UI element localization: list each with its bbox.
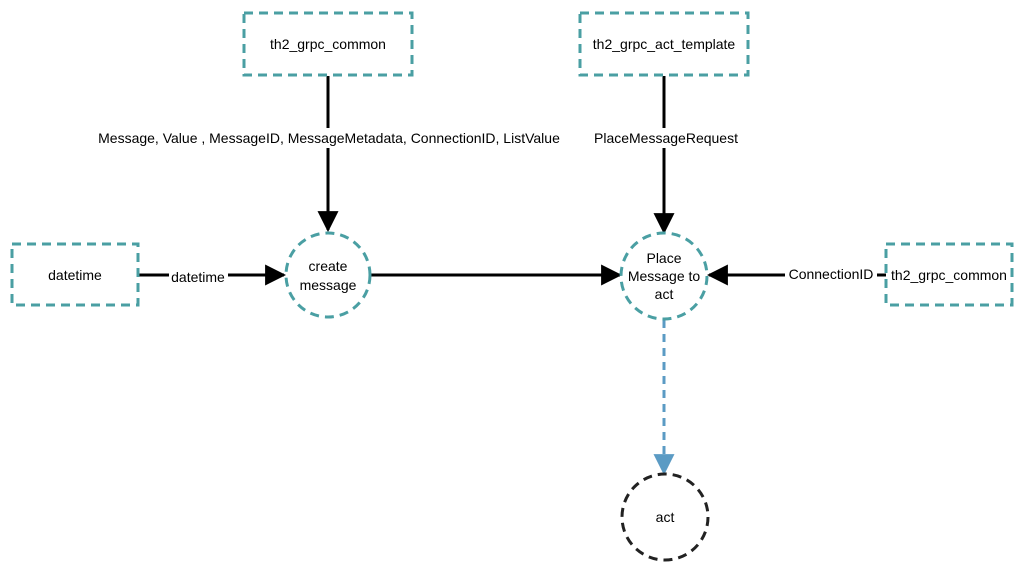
node-create-message-line2: message [300, 277, 357, 293]
node-create-message: create message [284, 231, 372, 319]
box-grpc-common-top: th2_grpc_common [242, 11, 414, 77]
node-place-message-line1: Place [646, 250, 681, 266]
edge-label-datetime-to-create: datetime [171, 269, 225, 285]
node-create-message-line1: create [309, 258, 348, 274]
node-place-message: Place Message to act [619, 231, 709, 321]
edge-label-template-to-place: PlaceMessageRequest [594, 130, 738, 146]
box-datetime: datetime [10, 242, 140, 307]
box-datetime-label: datetime [48, 267, 102, 283]
node-place-message-line2: Message to [628, 268, 701, 284]
edge-label-common-to-create: Message, Value , MessageID, MessageMetad… [98, 130, 560, 146]
edge-label-common-to-place: ConnectionID [789, 266, 874, 282]
box-act-template-label: th2_grpc_act_template [593, 36, 736, 52]
node-act: act [620, 472, 710, 562]
box-act-template: th2_grpc_act_template [578, 11, 750, 77]
box-grpc-common-right-label: th2_grpc_common [891, 267, 1007, 283]
box-grpc-common-top-label: th2_grpc_common [270, 36, 386, 52]
node-place-message-line3: act [655, 286, 674, 302]
node-act-label: act [656, 509, 675, 525]
box-grpc-common-right: th2_grpc_common [884, 242, 1014, 307]
